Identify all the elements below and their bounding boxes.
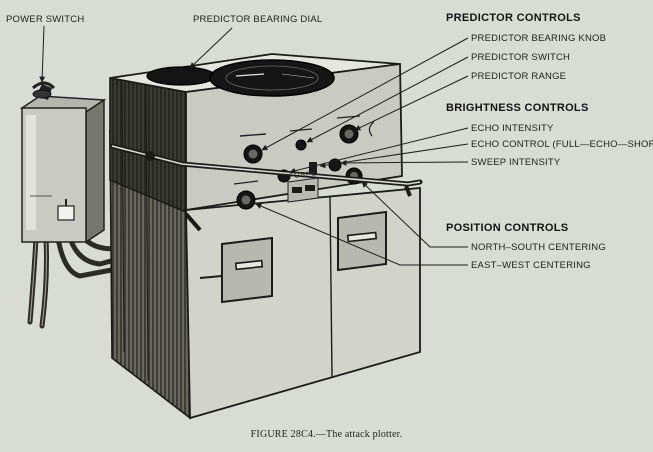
predictor-bearing-knob[interactable] <box>239 133 267 164</box>
label-sweep-intensity: SWEEP INTENSITY <box>471 157 561 168</box>
drawer-handle-right[interactable] <box>337 210 387 272</box>
predictor-switch[interactable] <box>289 128 313 151</box>
label-north-south-centering: NORTH–SOUTH CENTERING <box>471 242 606 253</box>
label-predictor-bearing-knob: PREDICTOR BEARING KNOB <box>471 33 607 44</box>
label-echo-intensity: ECHO INTENSITY <box>471 123 554 134</box>
figure-caption: FIGURE 28C4.—The attack plotter. <box>250 429 403 440</box>
plotter-scope-face <box>209 59 335 97</box>
fuse-panel <box>287 177 319 203</box>
leader-lines <box>39 25 469 266</box>
label-east-west-centering: EAST–WEST CENTERING <box>471 260 591 271</box>
predictor-range-knob[interactable] <box>336 115 375 144</box>
label-predictor-range: PREDICTOR RANGE <box>471 71 567 82</box>
echo-control-switch[interactable] <box>309 162 317 176</box>
label-predictor-bearing-dial: PREDICTOR BEARING DIAL <box>193 14 323 25</box>
drawer-handle-left[interactable] <box>199 236 273 304</box>
predictor-bearing-dial[interactable] <box>146 66 216 86</box>
cabinet-handrail <box>109 143 423 232</box>
label-power-switch: POWER SWITCH <box>6 14 85 25</box>
label-echo-control: ECHO CONTROL (FULL—ECHO—SHORT) <box>471 139 653 150</box>
group-position-controls: POSITION CONTROLS <box>446 222 569 234</box>
power-switch-handle[interactable] <box>31 81 56 100</box>
power-switch-box <box>19 95 107 244</box>
east-west-centering-knob[interactable] <box>233 180 259 210</box>
label-predictor-switch: PREDICTOR SWITCH <box>471 52 571 63</box>
group-predictor-controls: PREDICTOR CONTROLS <box>446 12 581 24</box>
group-brightness-controls: BRIGHTNESS CONTROLS <box>446 102 589 114</box>
